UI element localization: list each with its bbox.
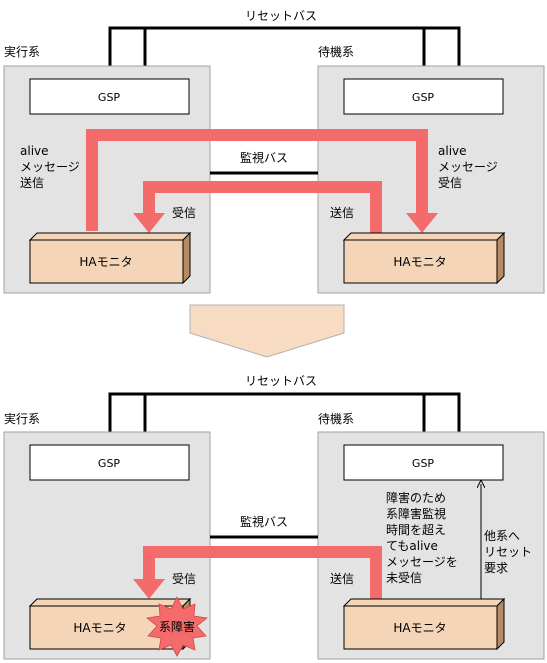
alive-send-text: alive メッセージ 送信 bbox=[20, 144, 84, 190]
send-label: 送信 bbox=[330, 205, 354, 220]
gsp-label-right: GSP bbox=[412, 91, 435, 104]
transition-arrow bbox=[189, 304, 345, 358]
return-message-arrow bbox=[133, 546, 382, 599]
reset-request-line: 要求 bbox=[484, 561, 508, 575]
alive-message-arrow bbox=[86, 129, 438, 233]
standby-system-label: 待機系 bbox=[318, 44, 354, 59]
alive-receive-text: alive メッセージ 受信 bbox=[438, 144, 502, 190]
reset-request-line: リセット bbox=[484, 545, 532, 559]
alive-receive-line: alive bbox=[438, 144, 467, 158]
ha-monitor-label-left: HAモニタ bbox=[79, 255, 132, 269]
failure-note-line: 時間を超え bbox=[386, 522, 446, 537]
failure-note: 障害のため 系障害監視 時間を超え てもalive メッセージを 未受信 bbox=[386, 490, 462, 585]
alive-send-line: メッセージ bbox=[20, 160, 80, 174]
send-label: 送信 bbox=[330, 571, 354, 586]
gsp-label-left: GSP bbox=[98, 91, 121, 104]
gsp-box-left bbox=[29, 78, 190, 115]
alive-send-line: 送信 bbox=[20, 175, 44, 190]
failure-note-line: 障害のため bbox=[386, 490, 446, 505]
reset-bus-label: リセットバス bbox=[245, 374, 317, 388]
receive-label: 受信 bbox=[172, 572, 196, 586]
monitor-bus-label: 監視バス bbox=[240, 150, 288, 165]
active-system-label: 実行系 bbox=[4, 44, 40, 59]
gsp-box-left bbox=[29, 444, 190, 481]
reset-request-line: 他系へ bbox=[484, 529, 520, 543]
failure-note-line: 系障害監視 bbox=[386, 506, 446, 521]
gsp-box-right bbox=[343, 78, 504, 115]
reset-bus-label: リセットバス bbox=[245, 9, 317, 23]
gsp-label-left: GSP bbox=[98, 457, 121, 470]
ha-monitor-left bbox=[28, 231, 192, 285]
standby-system-label: 待機系 bbox=[318, 411, 354, 426]
monitor-bus-label: 監視バス bbox=[240, 514, 288, 529]
ha-monitor-label-right: HAモニタ bbox=[393, 255, 446, 269]
return-message-arrow bbox=[133, 181, 382, 233]
alive-receive-line: 受信 bbox=[438, 176, 462, 190]
failure-burst-icon bbox=[146, 596, 208, 657]
failure-burst-label: 系障害 bbox=[159, 619, 195, 634]
failure-note-line: てもalive bbox=[386, 539, 438, 553]
receive-label: 受信 bbox=[172, 206, 196, 220]
gsp-label-right: GSP bbox=[412, 457, 435, 470]
bottom-diagram: リセットバス 実行系 待機系 GSP GSP 監視バス 受信 送信 障害のため … bbox=[3, 374, 545, 660]
failure-note-line: メッセージを bbox=[386, 555, 458, 569]
ha-monitor-label-right: HAモニタ bbox=[393, 621, 446, 635]
active-system-label: 実行系 bbox=[4, 411, 40, 426]
reset-request-text: 他系へ リセット 要求 bbox=[484, 529, 536, 575]
gsp-box-right bbox=[343, 444, 504, 481]
failure-note-line: 未受信 bbox=[386, 571, 422, 585]
alive-send-line: alive bbox=[20, 144, 49, 158]
ha-monitor-right bbox=[342, 231, 506, 285]
ha-monitor-label-left: HAモニタ bbox=[73, 621, 126, 635]
ha-monitor-right bbox=[342, 597, 506, 651]
alive-receive-line: メッセージ bbox=[438, 160, 498, 174]
top-diagram: リセットバス 実行系 待機系 GSP GSP 監視バス alive メッセージ … bbox=[3, 9, 545, 294]
